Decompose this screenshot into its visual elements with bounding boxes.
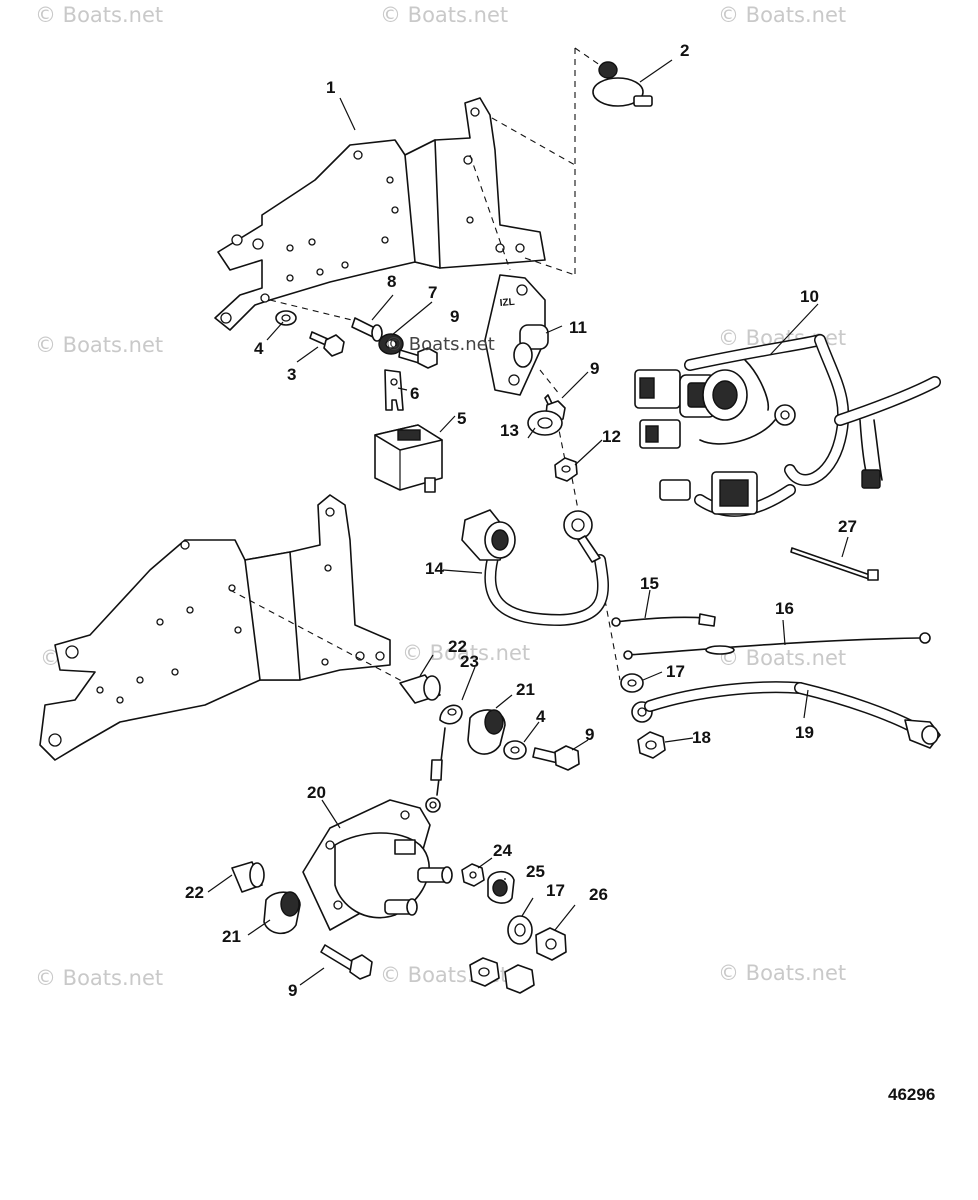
clip <box>384 369 404 411</box>
callout-4: 4 <box>536 707 546 726</box>
hose-clamp <box>592 61 653 107</box>
callout-9: 9 <box>585 725 594 744</box>
callout-26: 26 <box>589 885 608 904</box>
callout-9: 9 <box>450 307 459 326</box>
leader-lines <box>207 59 849 986</box>
thin-wires <box>611 613 931 660</box>
callout-24: 24 <box>493 841 512 860</box>
washer-nut-upper <box>527 410 578 482</box>
wiring-harness <box>634 334 941 517</box>
sensor-label: IZL <box>499 297 515 309</box>
figure-number: 46296 <box>888 1085 935 1104</box>
assembly-lines <box>229 47 621 689</box>
callout-3: 3 <box>287 365 296 384</box>
relay <box>374 424 443 493</box>
lower-bracket <box>39 494 391 761</box>
watermark: © Boats.net <box>35 333 163 357</box>
callout-6: 6 <box>410 384 419 403</box>
cable-19-assembly <box>620 673 941 759</box>
callout-17: 17 <box>546 881 565 900</box>
watermark: © Boats.net <box>35 966 163 990</box>
watermark: © Boats.net <box>35 3 163 27</box>
upper-fasteners <box>275 310 566 423</box>
callout-8: 8 <box>387 272 396 291</box>
callout-9: 9 <box>288 981 297 1000</box>
upper-bracket <box>214 97 546 331</box>
callout-21: 21 <box>516 680 535 699</box>
callout-27: 27 <box>838 517 857 536</box>
callout-20: 20 <box>307 783 326 802</box>
callout-5: 5 <box>457 409 466 428</box>
callout-22: 22 <box>185 883 204 902</box>
callout-7: 7 <box>428 283 437 302</box>
watermark: © Boats.net <box>402 641 530 665</box>
watermark: © Boats.net <box>385 334 495 355</box>
starter-solenoid <box>302 799 453 931</box>
tie-strap <box>790 547 879 581</box>
callout-11: 11 <box>569 318 587 337</box>
watermark: © Boats.net <box>718 646 846 670</box>
callout-25: 25 <box>526 862 545 881</box>
callout-22: 22 <box>448 637 467 656</box>
callout-19: 19 <box>795 723 814 742</box>
callout-23: 23 <box>460 652 479 671</box>
watermark: © Boats.net <box>380 3 508 27</box>
callout-10: 10 <box>800 287 819 306</box>
callout-9: 9 <box>590 359 599 378</box>
callout-21: 21 <box>222 927 241 946</box>
watermark: © Boats.net <box>718 961 846 985</box>
watermark: © Boats.net <box>718 3 846 27</box>
callout-2: 2 <box>680 41 689 60</box>
lower-fasteners <box>231 861 567 994</box>
callout-1: 1 <box>326 78 335 97</box>
callout-12: 12 <box>602 427 621 446</box>
callout-4: 4 <box>254 339 264 358</box>
callout-18: 18 <box>692 728 711 747</box>
callout-17: 17 <box>666 662 685 681</box>
callout-13: 13 <box>500 421 519 440</box>
callout-14: 14 <box>425 559 444 578</box>
middle-fasteners <box>399 674 580 813</box>
battery-cable <box>461 509 609 627</box>
callout-15: 15 <box>640 574 659 593</box>
callout-16: 16 <box>775 599 794 618</box>
sensor: IZL <box>484 274 549 396</box>
callouts: 1 2 3 4 5 6 7 8 9 9 10 11 12 13 14 15 16… <box>185 41 857 1000</box>
